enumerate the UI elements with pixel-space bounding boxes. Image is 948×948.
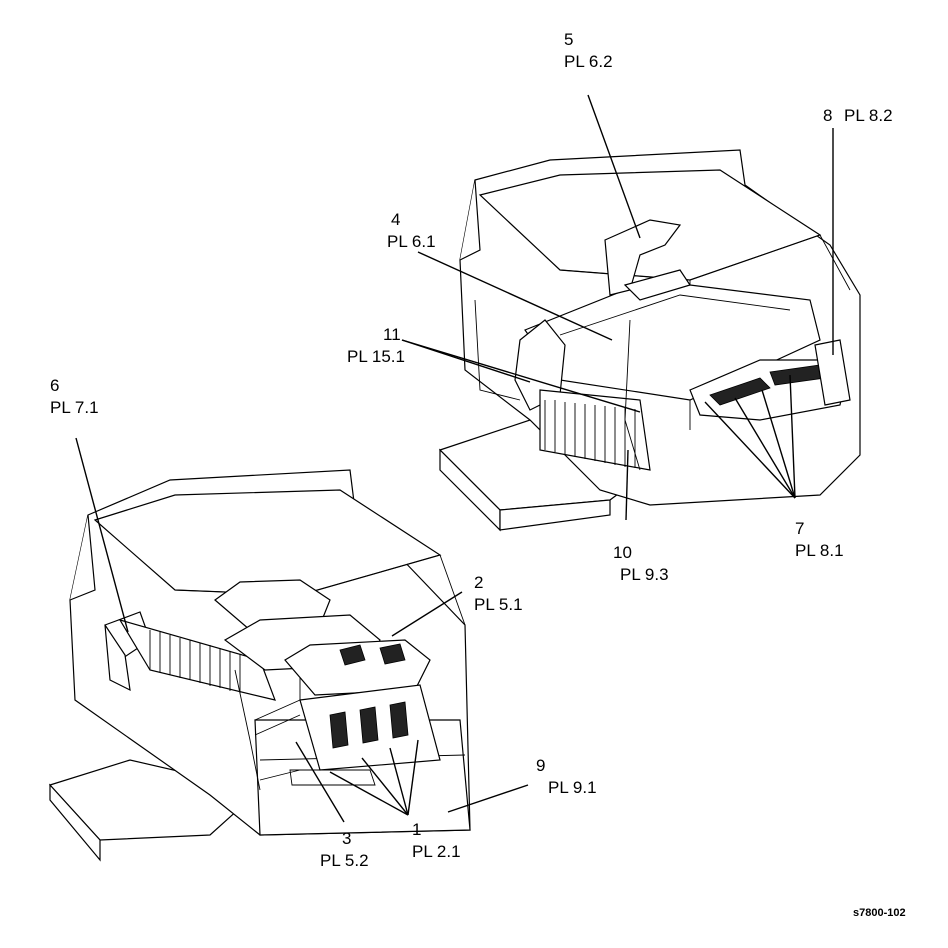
callout-5-number: 5	[564, 30, 573, 49]
leader-lines	[75, 94, 834, 823]
callout-8-ref: PL 8.2	[844, 106, 893, 125]
callout-10-number: 10	[613, 543, 632, 562]
callout-2-number: 2	[474, 573, 483, 592]
callout-1-number: 1	[412, 820, 421, 839]
callout-8-number: 8	[823, 106, 832, 125]
callout-11: 11 PL 15.1	[347, 325, 405, 366]
callout-6-ref: PL 7.1	[50, 398, 99, 417]
callout-4-ref: PL 6.1	[387, 232, 436, 251]
callout-10: 10 PL 9.3	[613, 543, 669, 584]
callout-2: 2 PL 5.1	[474, 573, 523, 614]
callout-8: 8 PL 8.2	[823, 106, 893, 125]
callout-9: 9 PL 9.1	[536, 756, 597, 797]
callout-4: 4 PL 6.1	[387, 210, 436, 251]
callout-10-ref: PL 9.3	[620, 565, 669, 584]
callout-7: 7 PL 8.1	[795, 519, 844, 560]
callout-1-ref: PL 2.1	[412, 842, 461, 861]
callout-11-number: 11	[383, 325, 401, 344]
callout-7-ref: PL 8.1	[795, 541, 844, 560]
callout-9-ref: PL 9.1	[548, 778, 597, 797]
printer-upper-right	[438, 149, 861, 532]
callout-3: 3 PL 5.2	[320, 829, 369, 870]
callout-3-number: 3	[342, 829, 351, 848]
callout-4-number: 4	[391, 210, 400, 229]
callout-9-number: 9	[536, 756, 545, 775]
callout-6-number: 6	[50, 376, 59, 395]
printer-lower-left	[48, 469, 471, 862]
callout-11-ref: PL 15.1	[347, 347, 405, 366]
callout-5-ref: PL 6.2	[564, 52, 613, 71]
callout-2-ref: PL 5.1	[474, 595, 523, 614]
callout-3-ref: PL 5.2	[320, 851, 369, 870]
callout-7-number: 7	[795, 519, 804, 538]
callout-5: 5 PL 6.2	[564, 30, 613, 71]
figure-code: s7800-102	[853, 907, 906, 919]
callout-6: 6 PL 7.1	[50, 376, 99, 417]
callout-1: 1 PL 2.1	[412, 820, 461, 861]
